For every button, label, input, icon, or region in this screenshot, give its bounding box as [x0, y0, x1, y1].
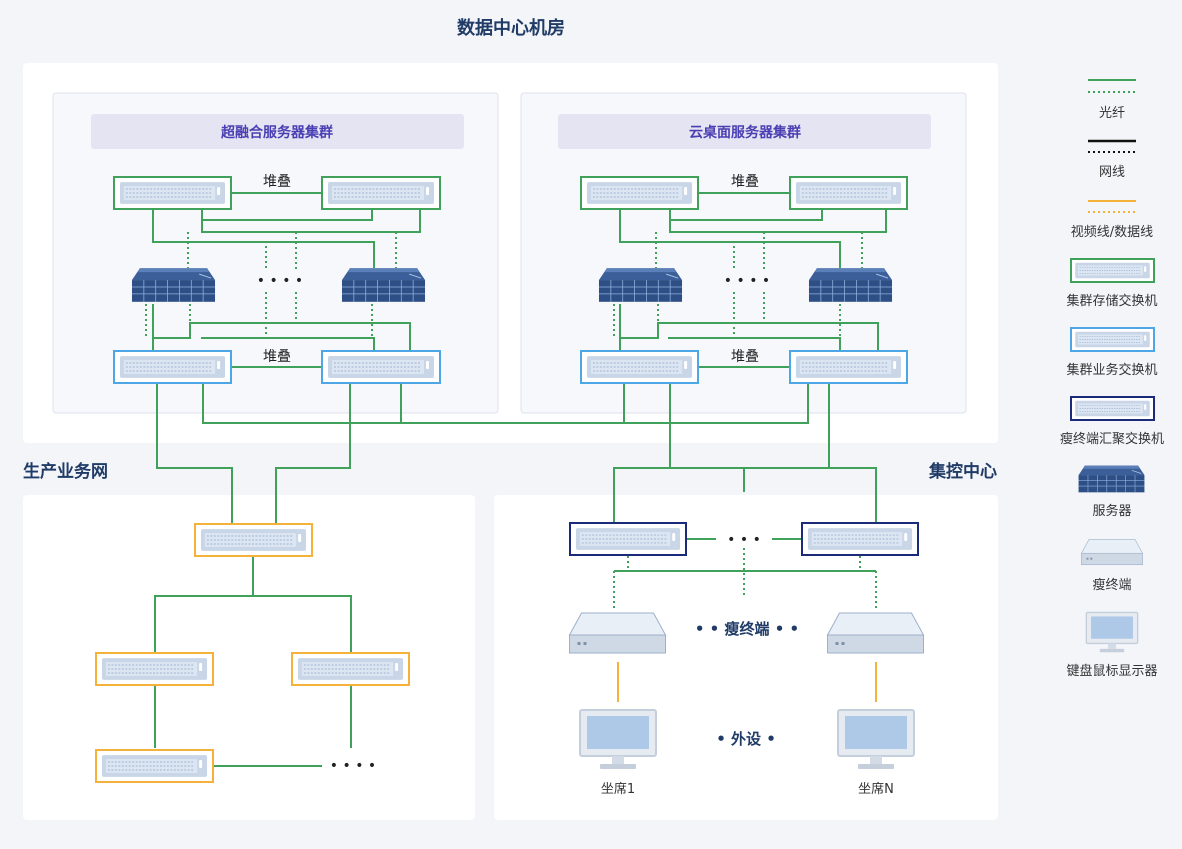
cluster-left-box	[52, 92, 499, 414]
storage-switch	[113, 176, 232, 210]
thin-client-icon	[568, 612, 667, 654]
legend-storage-switch-label: 集群存储交换机	[1066, 293, 1157, 309]
left-cluster-fiber	[152, 192, 421, 368]
production-switch	[95, 652, 214, 686]
legend-server-label: 服务器	[1092, 503, 1131, 519]
seat-n-label: 坐席N	[858, 781, 894, 797]
control-fiber	[614, 538, 876, 572]
control-title: 集控中心	[928, 461, 997, 482]
cluster-left-title-bar	[91, 114, 464, 149]
server-icon	[808, 267, 893, 303]
cluster-right-title-bar	[558, 114, 931, 149]
cluster-right-title: 云桌面服务器集群	[689, 124, 801, 141]
switch-ellipsis: • • •	[727, 532, 761, 548]
stack-label: 堆叠	[263, 174, 291, 190]
thin-client-label: • • 瘦终端 • •	[695, 620, 799, 638]
seat-1-label: 坐席1	[601, 781, 635, 797]
storage-switch	[321, 176, 441, 210]
legend-video-label: 视频线/数据线	[1071, 225, 1153, 240]
legend-thin-client-icon	[1081, 538, 1143, 566]
legend-business-switch-label: 集群业务交换机	[1066, 362, 1157, 378]
legend-fiber-label: 光纤	[1099, 106, 1125, 121]
stack-label: 堆叠	[731, 349, 759, 365]
legend-network-label: 网线	[1099, 165, 1125, 180]
production-switch	[291, 652, 410, 686]
trunk-fiber	[156, 384, 877, 523]
aggregation-switch	[801, 522, 919, 556]
production-switch	[95, 749, 214, 783]
server-ellipsis: • • • •	[724, 273, 770, 289]
server-icon	[131, 267, 216, 303]
legend-thin-client-label: 瘦终端	[1092, 577, 1131, 593]
server-icon	[341, 267, 426, 303]
legend-aggregation-switch-icon	[1070, 396, 1155, 421]
legend-server-icon	[1078, 465, 1145, 493]
server-ellipsis: • • • •	[257, 273, 303, 289]
left-cluster-network	[145, 232, 397, 338]
cluster-left-title: 超融合服务器集群	[220, 124, 333, 141]
legend-storage-switch-icon	[1070, 258, 1155, 283]
control-video	[617, 662, 877, 702]
business-switch	[580, 350, 699, 384]
business-switch	[321, 350, 441, 384]
stack-label: 堆叠	[263, 349, 291, 365]
production-title: 生产业务网	[23, 461, 108, 482]
production-core-switch	[194, 523, 313, 557]
legend: 光纤 网线 视频线/数据线 集群存储交换机 集群业务交换机 瘦终端汇聚交换机 服…	[1060, 79, 1164, 679]
legend-aggregation-switch-label: 瘦终端汇聚交换机	[1060, 431, 1164, 447]
main-title: 数据中心机房	[457, 17, 565, 39]
production-fiber	[154, 556, 352, 767]
peripheral-label: • 外设 •	[716, 730, 776, 748]
legend-business-switch-icon	[1070, 327, 1155, 352]
thin-client-icon	[826, 612, 925, 654]
business-switch	[113, 350, 232, 384]
right-cluster-network	[613, 232, 863, 338]
production-panel	[23, 495, 475, 820]
legend-monitor-icon	[1085, 611, 1139, 653]
stack-label: 堆叠	[731, 174, 759, 190]
control-network	[613, 548, 877, 610]
production-ellipsis: • • • •	[330, 758, 376, 774]
right-cluster-fiber	[619, 192, 887, 368]
server-icon	[598, 267, 683, 303]
storage-switch	[580, 176, 699, 210]
legend-kvm-label: 键盘鼠标显示器	[1066, 663, 1157, 679]
business-switch	[789, 350, 908, 384]
storage-switch	[789, 176, 908, 210]
cluster-right-box	[520, 92, 967, 414]
aggregation-switch	[569, 522, 687, 556]
